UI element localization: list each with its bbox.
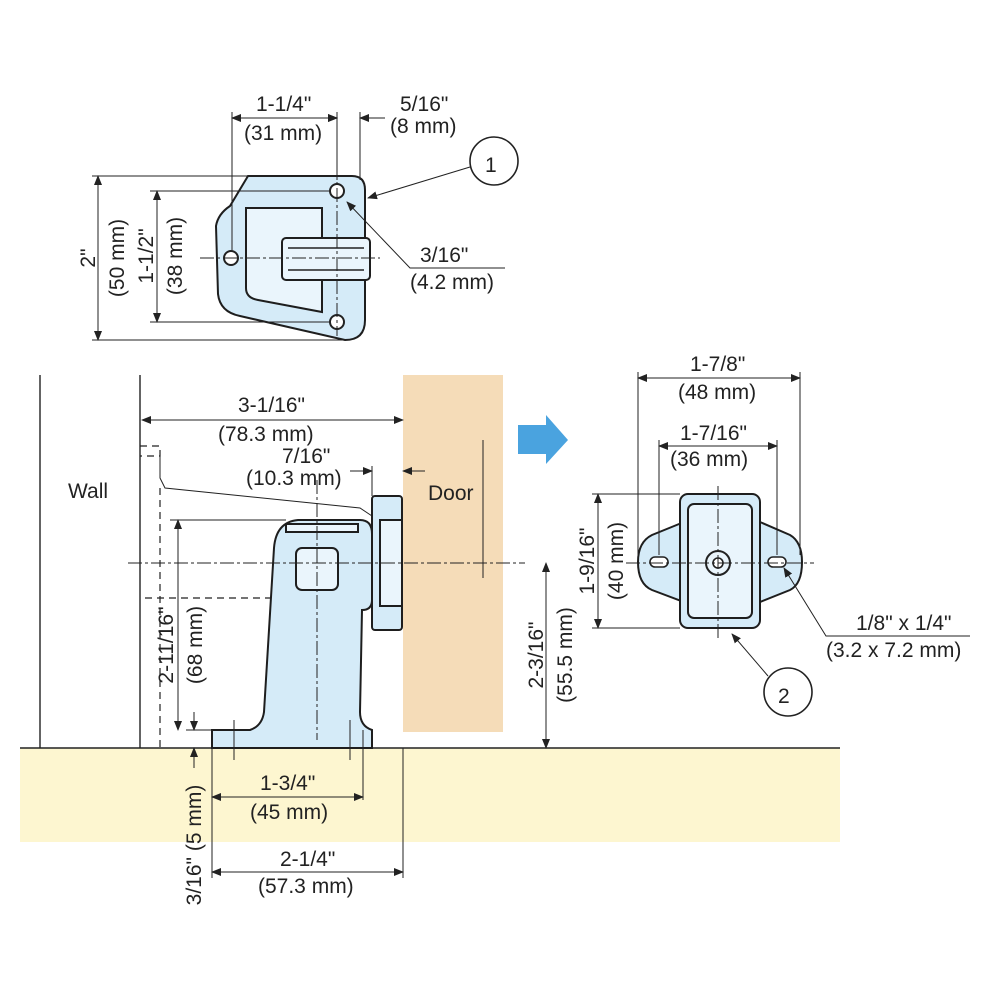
callout-circle-2	[763, 667, 813, 717]
callout-circle-1	[469, 136, 519, 186]
door-height-in: 2-3/16"	[525, 622, 548, 689]
plate-width-in: 1-7/8"	[690, 353, 745, 376]
base-thick: 3/16" (5 mm)	[183, 785, 206, 906]
overall-len-in: 3-1/16"	[238, 394, 305, 417]
top-hole-pitch-mm: (38 mm)	[164, 217, 187, 295]
plate-height-mm: (40 mm)	[605, 522, 628, 600]
base-len-in: 2-1/4"	[280, 848, 335, 871]
top-width-mm: (31 mm)	[244, 122, 322, 145]
top-hole-mm: (4.2 mm)	[410, 271, 494, 294]
floor-area	[20, 748, 840, 842]
magnet-offset-mm: (10.3 mm)	[246, 467, 342, 490]
top-hole-pitch-in: 1-1/2"	[135, 228, 158, 283]
top-offset-mm: (8 mm)	[390, 115, 457, 138]
top-height-mm: (50 mm)	[106, 219, 129, 297]
plate-height-in: 1-9/16"	[576, 528, 599, 595]
callout-number-1: 1	[485, 154, 497, 177]
magnet-offset-in: 7/16"	[282, 445, 330, 468]
slot-in: 1/8" x 1/4"	[856, 612, 951, 635]
base-len-mm: (57.3 mm)	[258, 875, 354, 898]
base-pitch-in: 1-3/4"	[260, 772, 315, 795]
plate-pitch-in: 1-7/16"	[680, 422, 747, 445]
view-arrow-icon	[518, 415, 568, 464]
arm-outline	[159, 456, 373, 517]
callout-leader-2	[731, 633, 769, 677]
door-height-mm: (55.5 mm)	[554, 607, 577, 703]
callout-leader-1	[367, 166, 471, 200]
wall-label: Wall	[68, 480, 108, 503]
stop-height-mm: (68 mm)	[184, 606, 207, 684]
plate-width-mm: (48 mm)	[678, 381, 756, 404]
base-pitch-mm: (45 mm)	[250, 801, 328, 824]
door-panel	[403, 375, 503, 732]
hole-leader	[346, 201, 505, 269]
overall-len-mm: (78.3 mm)	[218, 423, 314, 446]
plate-pitch-mm: (36 mm)	[670, 448, 748, 471]
slot-mm: (3.2 x 7.2 mm)	[826, 639, 961, 662]
mounting-plate-front-view	[636, 493, 804, 629]
door-stop-side-view	[211, 495, 403, 749]
top-width-in: 1-1/4"	[256, 93, 311, 116]
callout-number-2: 2	[778, 685, 790, 708]
top-height-in: 2"	[77, 248, 100, 267]
hidden-bracket	[140, 445, 161, 457]
top-offset-in: 5/16"	[400, 93, 448, 116]
top-hole-in: 3/16"	[420, 244, 468, 267]
slot-leader	[783, 567, 970, 637]
stop-height-in: 2-11/16"	[155, 606, 178, 683]
door-label: Door	[428, 482, 474, 505]
